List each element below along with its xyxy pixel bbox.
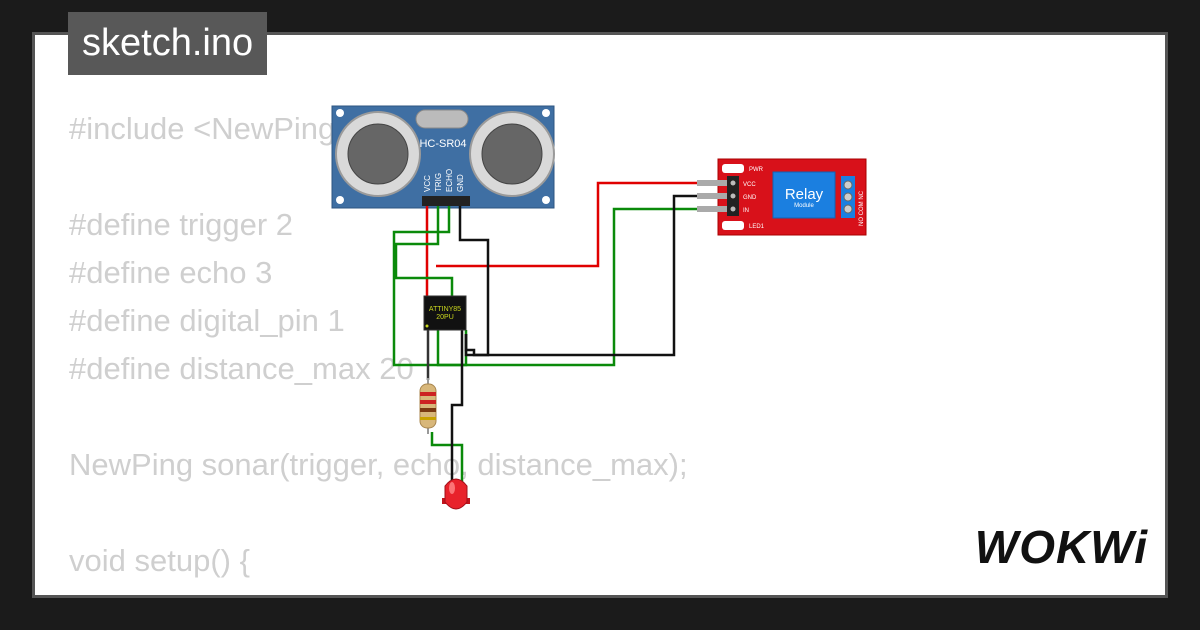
relay-terminal-labels: NO COM NC — [859, 190, 865, 226]
code-line: pinMode(digital_pin, OUTPUT); — [69, 585, 688, 595]
resistor[interactable] — [419, 378, 437, 434]
code-line: #define digital_pin 1 — [69, 303, 345, 338]
file-tab: sketch.ino — [68, 12, 268, 75]
sensor-pin-label: ECHO — [445, 169, 454, 192]
preview-card: #include <NewPing.h> #define trigger 2 #… — [32, 32, 1168, 598]
red-led[interactable] — [442, 478, 470, 510]
ultrasonic-sensor[interactable]: HC-SR04 VCC TRIG ECHO GND — [331, 105, 555, 209]
relay-title: Relay — [785, 186, 824, 203]
wokwi-logo: WOKWi — [974, 521, 1148, 573]
wires — [392, 181, 718, 482]
relay-led-label: LED1 — [749, 224, 765, 230]
code-line: void setup() { — [69, 543, 250, 578]
code-line: NewPing sonar(trigger, echo, distance_ma… — [69, 447, 688, 482]
chip-label: 20PU — [436, 314, 454, 321]
relay-pwr-label: PWR — [749, 167, 764, 173]
relay-pin-label: IN — [743, 208, 749, 214]
relay-subtitle: Module — [794, 203, 814, 209]
code-line: #define distance_max 20 — [69, 351, 414, 386]
relay-pin-label: VCC — [743, 182, 756, 188]
code-line: #define trigger 2 — [69, 207, 294, 242]
code-background: #include <NewPing.h> #define trigger 2 #… — [69, 105, 688, 595]
sensor-pin-label: TRIG — [434, 173, 443, 192]
chip-label: ATTINY85 — [429, 306, 461, 313]
relay-pin-label: GND — [743, 195, 757, 201]
attiny85-chip[interactable]: ATTINY85 20PU — [423, 295, 467, 331]
sensor-pin-label: VCC — [423, 175, 432, 192]
relay-module[interactable]: PWR LED1 VCC GND IN Relay Module NO COM … — [697, 158, 867, 236]
sensor-pin-label: GND — [456, 174, 465, 192]
code-line: #define echo 3 — [69, 255, 273, 290]
sensor-label: HC-SR04 — [419, 138, 466, 150]
